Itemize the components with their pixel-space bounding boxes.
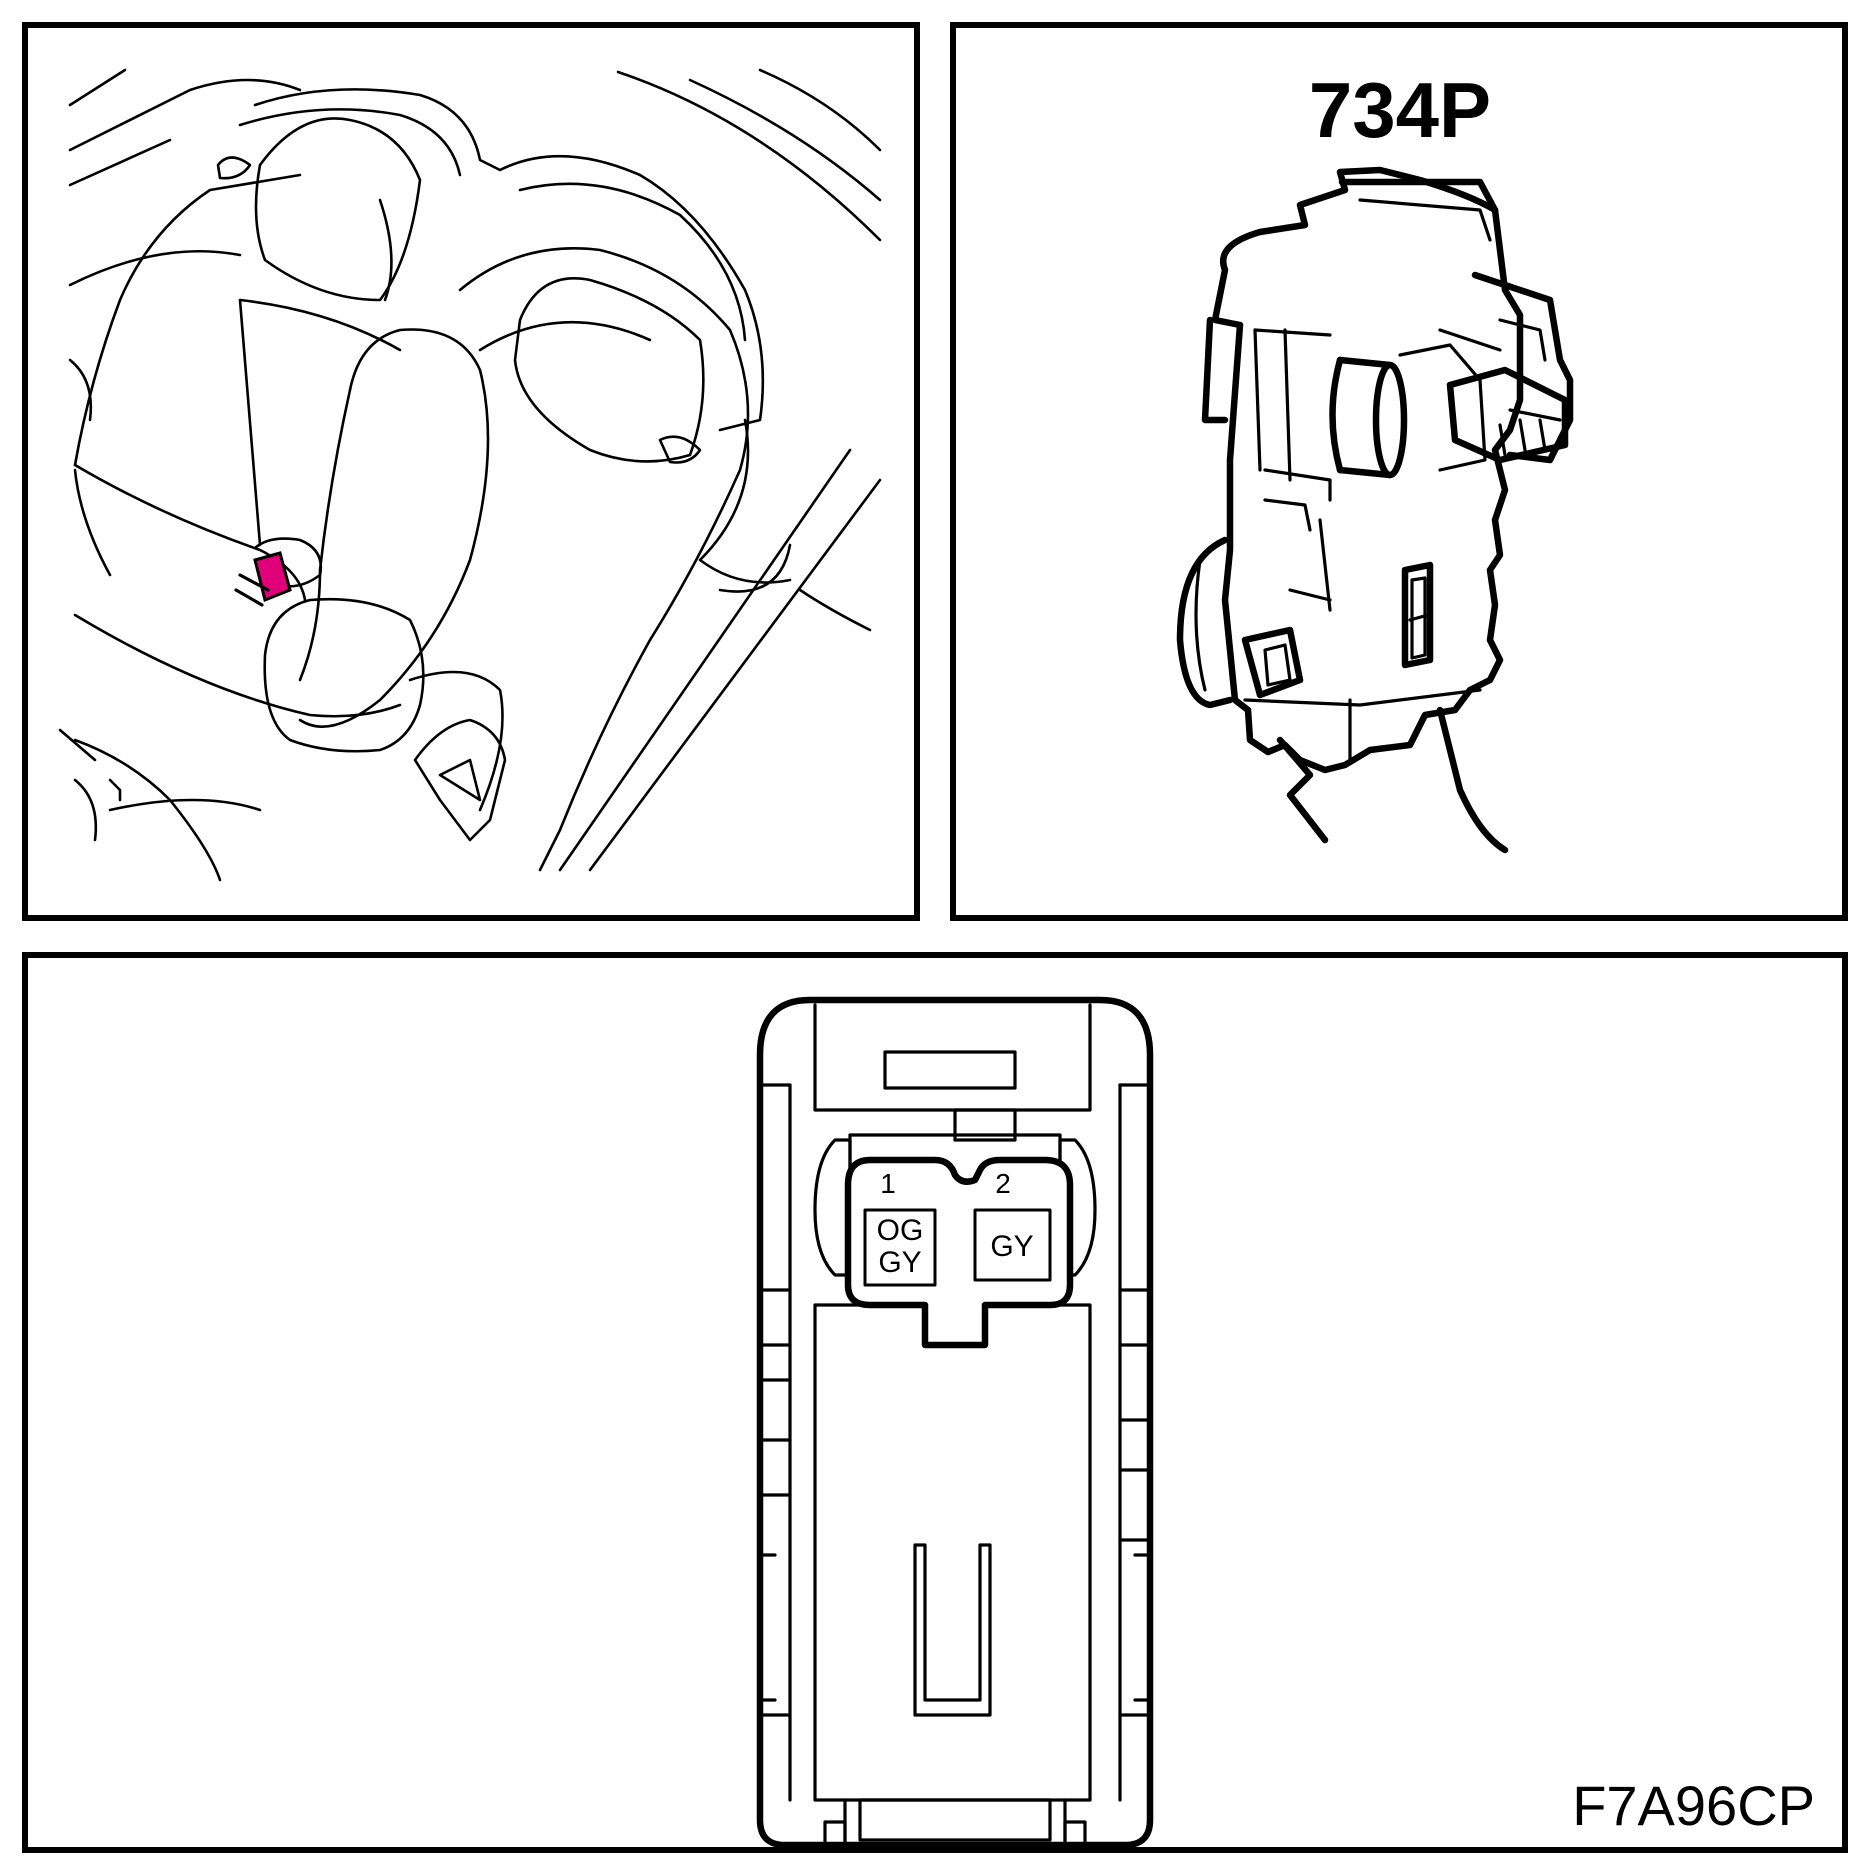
pin-1-cavity — [863, 1208, 937, 1287]
figure-code: F7A96CP — [1572, 1774, 1815, 1837]
connector-3d-frame — [950, 22, 1848, 921]
rear-seat-illustration — [58, 68, 882, 882]
pin-1-wire-color-1: OG — [877, 1214, 924, 1247]
location-view-panel — [22, 22, 920, 921]
connector-3d-panel: 734P — [950, 22, 1848, 921]
connector-id-label: 734P — [1309, 66, 1491, 154]
pin-1-number: 1 — [880, 1168, 896, 1199]
face-view-panel: 1 2 OG GY GY F7A96CP — [22, 952, 1848, 1853]
pin-2-wire-color-1: GY — [990, 1230, 1033, 1263]
connector-3d-illustration — [1176, 166, 1574, 854]
pin-2-cavity — [973, 1208, 1052, 1282]
connector-face-illustration — [756, 996, 1154, 1849]
pin-1-wire-color-2: GY — [878, 1246, 921, 1279]
pin-2-number: 2 — [995, 1168, 1011, 1199]
